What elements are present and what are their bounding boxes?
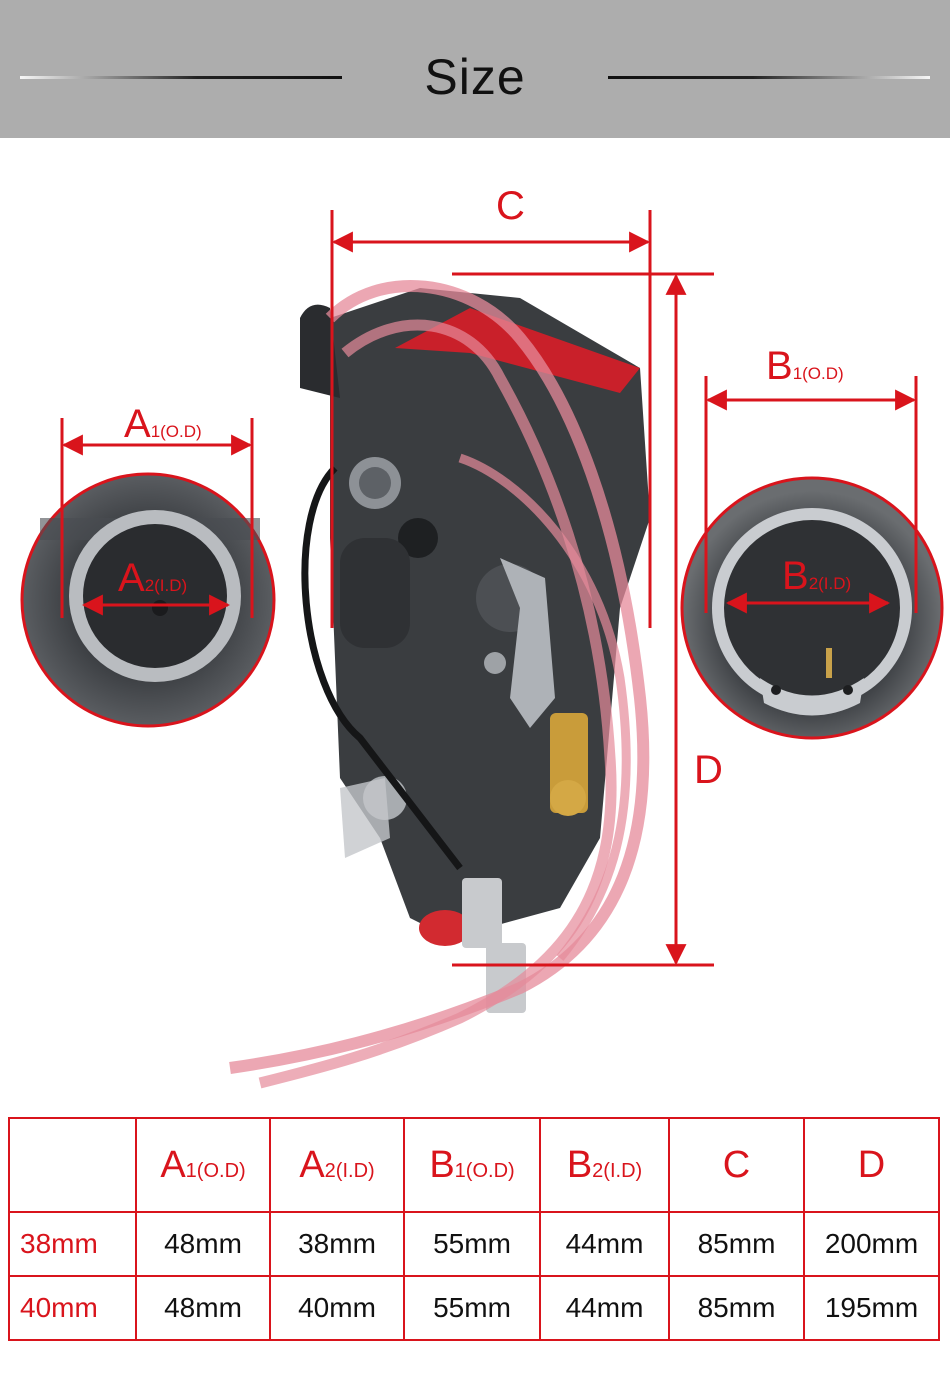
label-a1: A1(O.D) [124,402,202,446]
table-row: 38mm 48mm 38mm 55mm 44mm 85mm 200mm [8,1211,940,1277]
carburetor-body [229,279,650,1089]
col-header-c: C [668,1117,805,1213]
table-cell: 85mm [668,1211,805,1277]
intake-detail-right [680,376,944,740]
table-corner-cell [8,1117,137,1213]
dimension-diagram: A1(O.D) A2(I.D) B1(O.D) B2(I.D) C D [0,138,950,1098]
table-cell: 38mm [269,1211,405,1277]
col-header-a2: A2(I.D) [269,1117,405,1213]
label-c: C [496,184,525,228]
header-banner: Size [0,0,950,138]
col-header-b2: B2(I.D) [539,1117,670,1213]
table-cell: 55mm [403,1275,541,1341]
label-b2: B2(I.D) [782,554,852,598]
header-rule-right [608,76,930,79]
table-cell: 85mm [668,1275,805,1341]
table-header-row: A1(O.D) A2(I.D) B1(O.D) B2(I.D) C D [8,1117,940,1213]
carburetor-illustration [20,210,944,1089]
dimension-d [452,272,714,967]
table-cell: 48mm [135,1275,271,1341]
table-cell: 44mm [539,1275,670,1341]
table-cell: 195mm [803,1275,940,1341]
table-cell: 40mm [269,1275,405,1341]
col-header-b1: B1(O.D) [403,1117,541,1213]
col-header-d: D [803,1117,940,1213]
page-title: Size [424,49,526,105]
row-label: 40mm [8,1275,137,1341]
label-a2: A2(I.D) [118,556,188,600]
row-label: 38mm [8,1211,137,1277]
header-rule-left [20,76,342,79]
size-spec-table: A1(O.D) A2(I.D) B1(O.D) B2(I.D) C D 38mm… [8,1117,940,1341]
label-d: D [694,748,723,792]
table-cell: 44mm [539,1211,670,1277]
intake-detail-left [20,418,276,728]
table-cell: 200mm [803,1211,940,1277]
table-row: 40mm 48mm 40mm 55mm 44mm 85mm 195mm [8,1275,940,1341]
table-cell: 48mm [135,1211,271,1277]
label-b1: B1(O.D) [766,344,844,388]
table-cell: 55mm [403,1211,541,1277]
dimension-c [330,210,652,628]
col-header-a1: A1(O.D) [135,1117,271,1213]
